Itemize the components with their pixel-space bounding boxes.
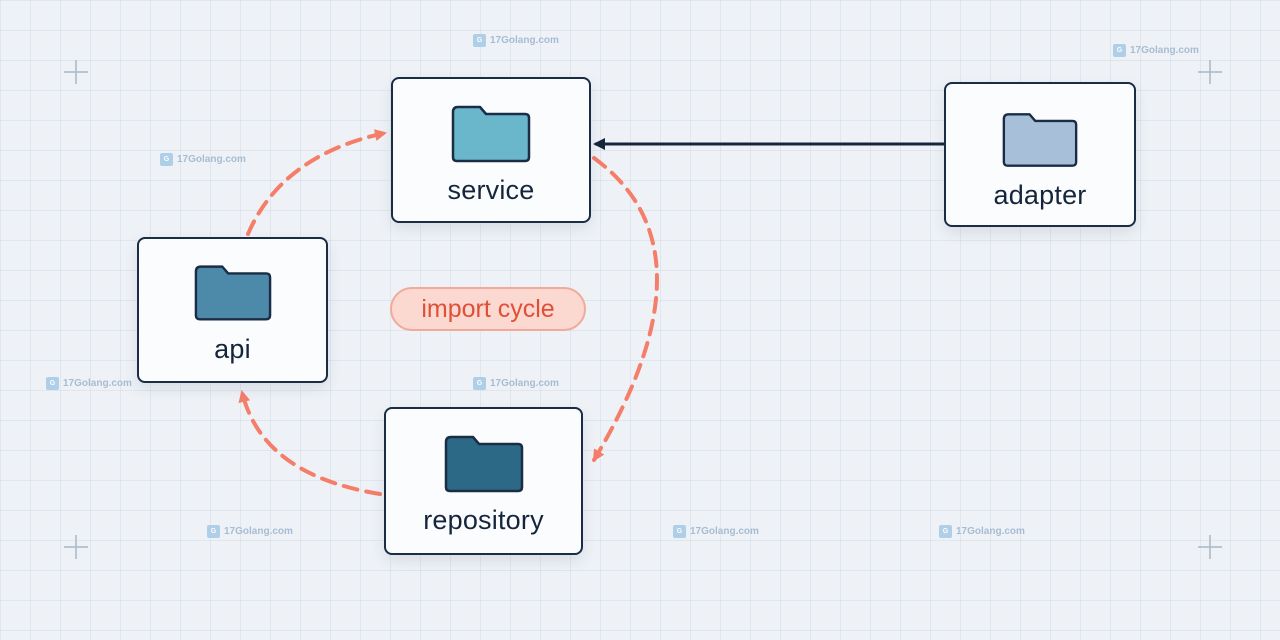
logo-icon: G	[207, 525, 220, 538]
logo-icon: G	[46, 377, 59, 390]
import-cycle-badge: import cycle	[390, 287, 586, 331]
edge-api-to-service	[246, 129, 387, 236]
node-label: repository	[423, 505, 544, 535]
edge-service-to-repository	[592, 156, 659, 462]
node-label: api	[214, 334, 251, 364]
crosshair-marks	[64, 60, 1222, 559]
node-repository[interactable]: repository	[384, 407, 583, 555]
folder-icon	[451, 105, 531, 163]
logo-icon: G	[939, 525, 952, 538]
folder-icon	[194, 265, 271, 321]
logo-icon: G	[160, 153, 173, 166]
folder-icon	[1002, 113, 1078, 167]
node-label: adapter	[993, 180, 1087, 210]
logo-icon: G	[1113, 44, 1126, 57]
logo-icon: G	[673, 525, 686, 538]
node-service[interactable]: service	[391, 77, 591, 223]
folder-icon	[444, 435, 523, 493]
node-api[interactable]: api	[137, 237, 328, 383]
edge-repository-to-api	[238, 390, 382, 496]
logo-icon: G	[473, 34, 486, 47]
node-adapter[interactable]: adapter	[944, 82, 1136, 227]
node-label: service	[447, 175, 535, 205]
logo-icon: G	[473, 377, 486, 390]
